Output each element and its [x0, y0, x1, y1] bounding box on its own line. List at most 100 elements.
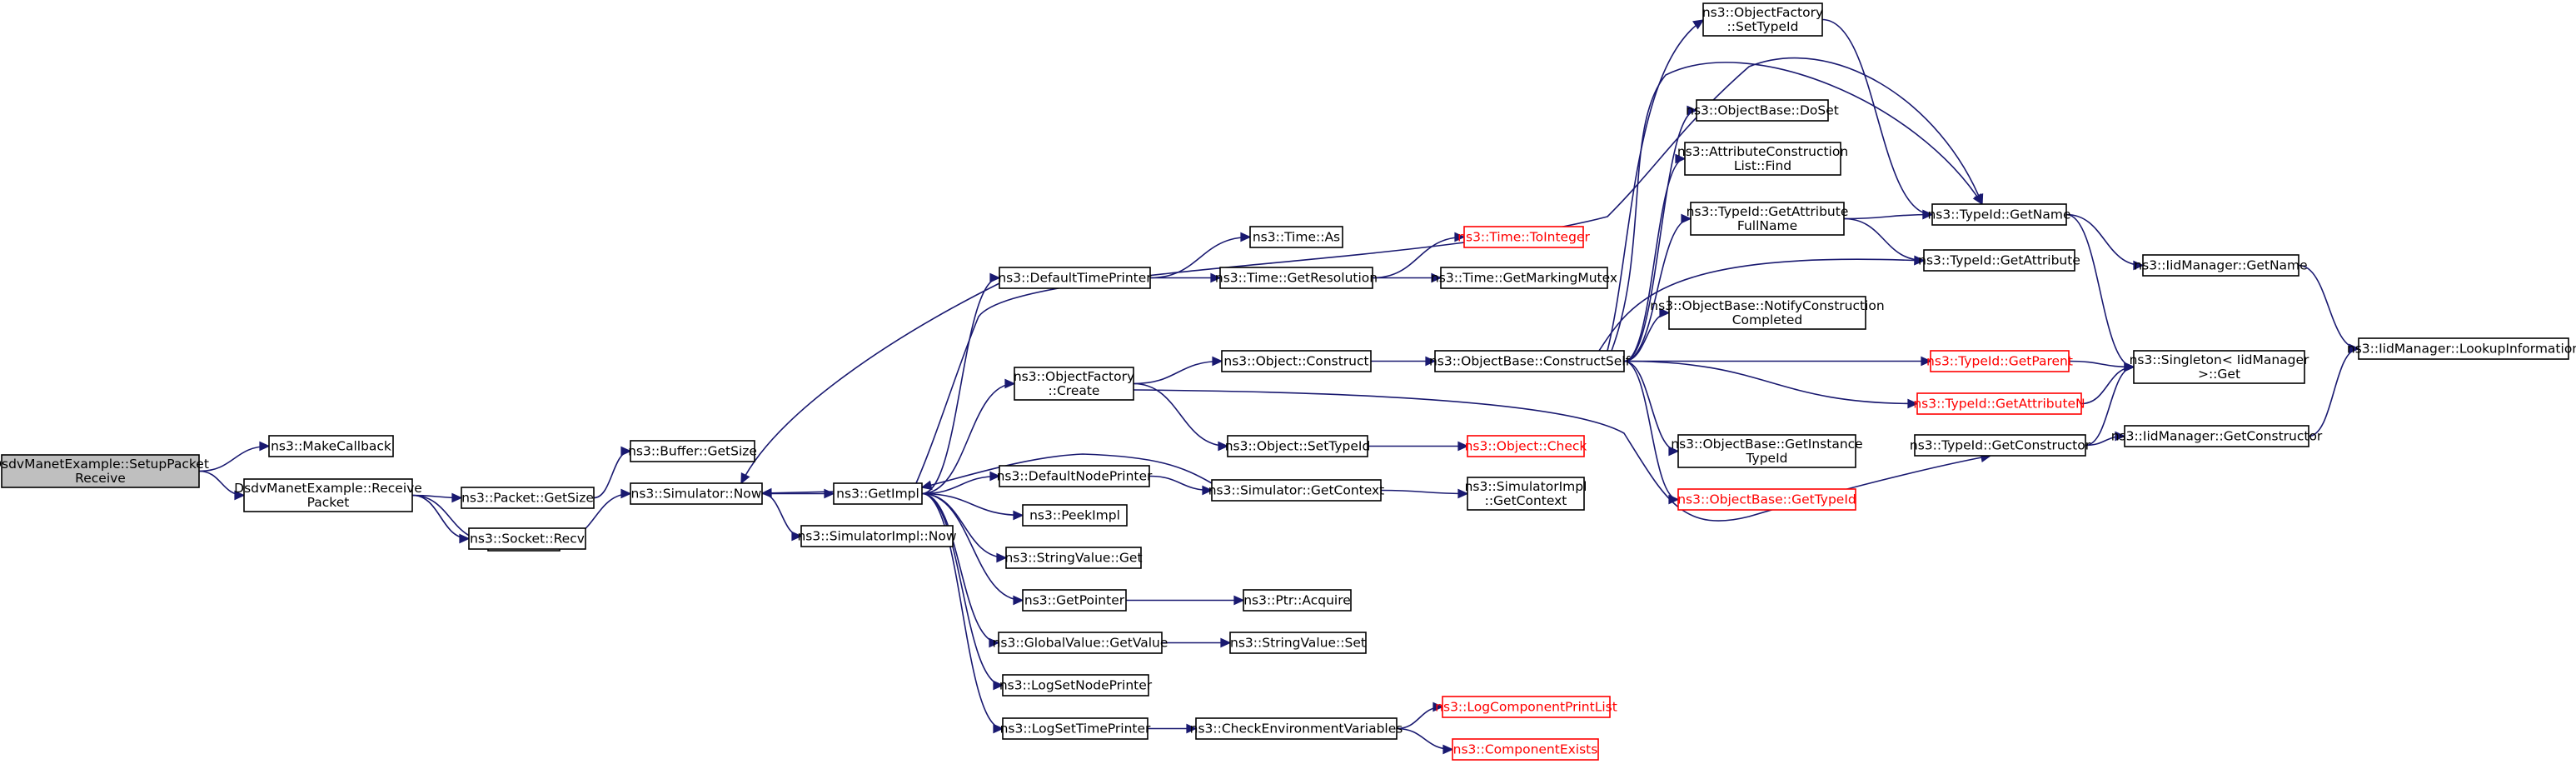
- node-iidgetname[interactable]: ns3::IidManager::GetName: [2134, 254, 2308, 277]
- arrowhead-icon: [1668, 494, 1680, 505]
- edge-ofcreate-to-objconstruct: [1133, 356, 1223, 385]
- arrowhead-icon: [1186, 723, 1198, 734]
- node-cev[interactable]: ns3::CheckEnvironmentVariables: [1190, 717, 1403, 740]
- edge-getattrfull-to-tidgetattr: [1843, 217, 1926, 266]
- edge-getattrfull-to-tidgetname: [1843, 209, 1934, 220]
- arrowhead-icon: [1907, 398, 1919, 409]
- node-getpointer[interactable]: ns3::GetPointer: [1022, 589, 1127, 612]
- node-box: [1677, 434, 1856, 468]
- node-dtp[interactable]: ns3::DefaultTimePrinter: [998, 267, 1152, 289]
- arrowhead-icon: [1687, 105, 1698, 116]
- node-dnp[interactable]: ns3::DefaultNodePrinter: [997, 465, 1153, 487]
- arrowhead-icon: [791, 531, 803, 542]
- node-label: ns3::Packet::GetSize: [461, 491, 594, 506]
- arrowhead-icon: [993, 723, 1004, 734]
- edge-tidgetname-to-singleton: [2065, 213, 2135, 372]
- node-box: [1440, 267, 1608, 289]
- node-notifycc[interactable]: ns3::ObjectBase::NotifyConstructionCompl…: [1650, 296, 1885, 330]
- node-simnow[interactable]: ns3::Simulator::Now: [630, 482, 763, 505]
- edge-line: [1623, 157, 1686, 362]
- node-singleton[interactable]: ns3::Singleton< IidManager>::Get: [2130, 350, 2309, 384]
- node-tidgetparent[interactable]: ns3::TypeId::GetParent: [1926, 350, 2073, 372]
- arrowhead-icon: [1972, 193, 1983, 206]
- node-box: [1702, 2, 1823, 37]
- node-lcpl[interactable]: ns3::LogComponentPrintList: [1435, 696, 1617, 718]
- arrowhead-icon: [1233, 595, 1245, 606]
- node-box: [461, 487, 595, 509]
- node-bufsize[interactable]: ns3::Buffer::GetSize: [628, 440, 757, 462]
- arrowhead-icon: [920, 480, 933, 491]
- edge-line: [2065, 213, 2144, 267]
- node-box: [1227, 435, 1368, 457]
- edge-line: [921, 382, 1015, 495]
- edge-line: [1133, 360, 1223, 385]
- node-objcheck[interactable]: ns3::Object::Check: [1465, 435, 1587, 457]
- edge-dtp-to-timeas: [1149, 232, 1252, 279]
- edge-getres-to-tointeger: [1372, 232, 1466, 279]
- node-objsettypeid[interactable]: ns3::Object::SetTypeId: [1225, 435, 1371, 457]
- edge-dnp-to-simctx: [1148, 475, 1213, 496]
- node-constructself[interactable]: ns3::ObjectBase::ConstructSelf: [1429, 350, 1631, 372]
- node-tidgetattrn[interactable]: ns3::TypeId::GetAttributeN: [1913, 392, 2085, 415]
- node-getres[interactable]: ns3::Time::GetResolution: [1215, 267, 1378, 289]
- node-gvgetvalue[interactable]: ns3::GlobalValue::GetValue: [993, 632, 1168, 654]
- edge-iidgetname-to-lookupinfo: [2298, 264, 2360, 354]
- node-box: [1696, 99, 1829, 122]
- arrowhead-icon: [451, 492, 463, 503]
- edge-getsize-to-bufsize: [593, 446, 632, 499]
- node-iidgetctor[interactable]: ns3::IidManager::GetConstructor: [2111, 425, 2323, 447]
- node-tidgetctor[interactable]: ns3::TypeId::GetConstructor: [1910, 434, 2091, 457]
- node-svget[interactable]: ns3::StringValue::Get: [1004, 547, 1143, 569]
- node-label: ns3::IidManager::GetConstructor: [2111, 429, 2323, 444]
- node-getimpl[interactable]: ns3::GetImpl: [833, 482, 923, 505]
- node-svset[interactable]: ns3::StringValue::Set: [1229, 632, 1367, 654]
- node-obgettid[interactable]: ns3::ObjectBase::GetTypeId: [1677, 488, 1856, 511]
- node-getsize[interactable]: ns3::Packet::GetSize: [461, 487, 595, 509]
- arrowhead-icon: [1659, 307, 1671, 318]
- node-box: [468, 527, 586, 550]
- edge-line: [1843, 217, 1925, 262]
- node-lsnp[interactable]: ns3::LogSetNodePrinter: [999, 674, 1153, 697]
- node-lookupinfo[interactable]: ns3::IidManager::LookupInformation: [2347, 337, 2576, 360]
- node-tidgetattr[interactable]: ns3::TypeId::GetAttribute: [1918, 249, 2080, 272]
- node-label: Packet: [307, 495, 350, 510]
- node-simimplctx[interactable]: ns3::SimulatorImpl::GetContext: [1465, 477, 1587, 511]
- node-sockrecv[interactable]: ns3::Socket::Recv: [468, 527, 586, 550]
- node-simctx[interactable]: ns3::Simulator::GetContext: [1208, 479, 1385, 502]
- node-tointeger[interactable]: ns3::Time::ToInteger: [1457, 226, 1590, 248]
- arrowhead-icon: [760, 487, 772, 498]
- edge-line: [1598, 258, 1925, 352]
- node-compexists[interactable]: ns3::ComponentExists: [1452, 738, 1599, 761]
- node-label: ns3::MakeCallback: [271, 439, 391, 454]
- node-objconstruct[interactable]: ns3::Object::Construct: [1221, 350, 1372, 372]
- node-doset[interactable]: ns3::ObjectBase::DoSet: [1686, 99, 1839, 122]
- node-ofcreate[interactable]: ns3::ObjectFactory::Create: [1014, 367, 1134, 401]
- edge-getimpl-to-dtp: [921, 272, 1001, 495]
- edge-dtp-to-getres: [1149, 272, 1222, 283]
- arrowhead-icon: [2349, 343, 2360, 354]
- node-label: ns3::DefaultNodePrinter: [997, 469, 1153, 484]
- node-box: [1022, 589, 1127, 612]
- node-box: [1916, 392, 2082, 415]
- node-makecb[interactable]: ns3::MakeCallback: [268, 435, 394, 457]
- node-peekimpl[interactable]: ns3::PeekImpl: [1022, 504, 1128, 527]
- node-box: [1467, 477, 1585, 511]
- node-label: ns3::Simulator::GetContext: [1208, 483, 1385, 498]
- node-ptracq[interactable]: ns3::Ptr::Acquire: [1243, 589, 1352, 612]
- node-tidgetname[interactable]: ns3::TypeId::GetName: [1927, 203, 2071, 226]
- arrowhead-icon: [1454, 232, 1466, 242]
- node-label: ns3::CheckEnvironmentVariables: [1190, 722, 1403, 737]
- node-ofsettypeid[interactable]: ns3::ObjectFactory::SetTypeId: [1702, 2, 1823, 37]
- node-label: Completed: [1732, 312, 1803, 327]
- node-timeas[interactable]: ns3::Time::As: [1249, 226, 1343, 248]
- node-markmutex[interactable]: ns3::Time::GetMarkingMutex: [1431, 267, 1617, 289]
- node-simimplnow[interactable]: ns3::SimulatorImpl::Now: [797, 525, 957, 547]
- node-lstp[interactable]: ns3::LogSetTimePrinter: [1000, 717, 1151, 740]
- node-label: ns3::Buffer::GetSize: [628, 444, 757, 459]
- arrowhead-icon: [1431, 272, 1442, 283]
- arrowhead-icon: [996, 552, 1008, 563]
